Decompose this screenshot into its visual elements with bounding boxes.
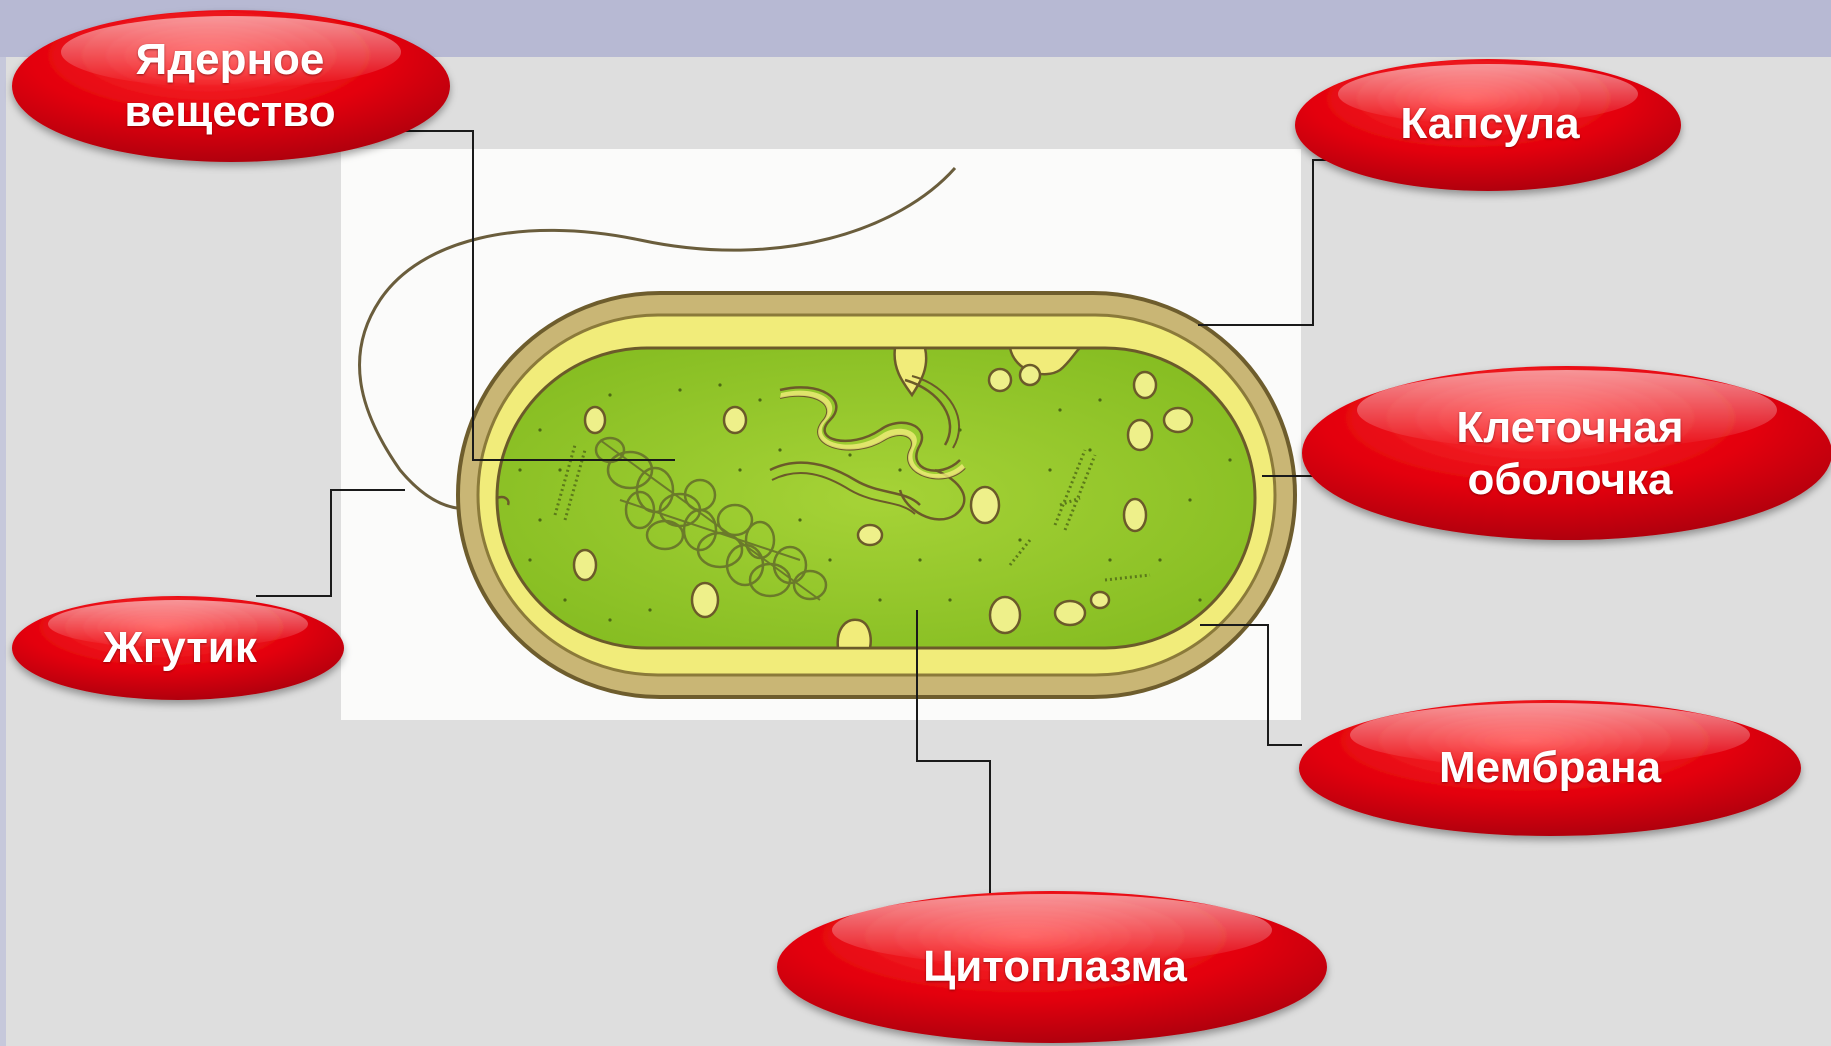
label-flagellum: Жгутик — [40, 618, 320, 678]
label-cell-wall: Клеточная оболочка — [1390, 398, 1750, 510]
label-cytoplasm: Цитоплазма — [850, 937, 1260, 997]
label-capsule: Капсула — [1330, 94, 1650, 154]
label-nuclear-matter: Ядерное вещество — [60, 30, 400, 142]
label-membrane: Мембрана — [1380, 738, 1720, 798]
